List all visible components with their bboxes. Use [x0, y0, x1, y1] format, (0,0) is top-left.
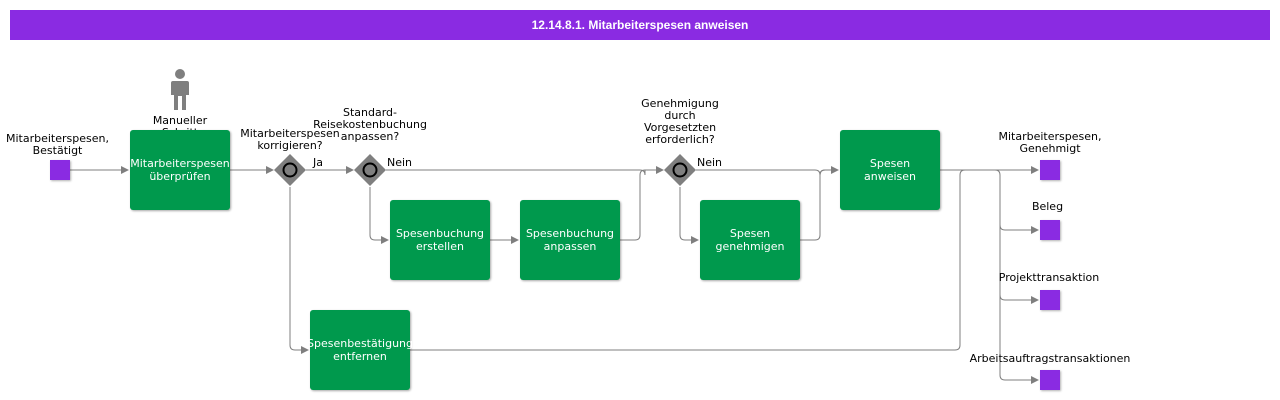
connector-gw-correct-to-remove	[289, 187, 309, 354]
connector-gw-approval-to-pay	[696, 169, 821, 176]
end-event-project-label: Projekttransaktion	[998, 271, 1100, 284]
diagram-title: 12.14.8.1. Mitarbeiterspesen anweisen	[10, 10, 1270, 40]
connector-to-project	[999, 225, 1039, 304]
task-adjust-booking[interactable]: Spesenbuchung anpassen	[520, 200, 620, 280]
gateway-standard-no: Nein	[387, 156, 413, 169]
gateway-approval-no: Nein	[697, 156, 723, 169]
task-create-booking[interactable]: Spesenbuchung erstellen	[390, 200, 490, 280]
task-pay[interactable]: Spesen anweisen	[840, 130, 940, 210]
gateway-standard	[354, 154, 386, 186]
end-event-approved-label: Mitarbeiterspesen, Genehmigt	[998, 130, 1102, 155]
end-event-receipt[interactable]	[1040, 220, 1060, 240]
connector-remove-to-merge	[410, 169, 966, 351]
start-event-label: Mitarbeiterspesen, Bestätigt	[6, 132, 109, 157]
person-icon	[171, 69, 189, 110]
end-event-project[interactable]	[1040, 290, 1060, 310]
gateway-standard-question: Standard- Reisekostenbuchung anpassen?	[313, 106, 427, 143]
task-remove-confirmation[interactable]: Spesenbestätigung entfernen	[307, 310, 413, 390]
task-review[interactable]: Mitarbeiterspesen überprüfen	[130, 130, 230, 210]
start-event[interactable]	[50, 160, 70, 180]
connector-gw-standard-to-create	[369, 187, 389, 244]
gateway-approval-question: Genehmigung durch Vorgesetzten erforderl…	[641, 97, 719, 146]
task-approve[interactable]: Spesen genehmigen	[700, 200, 800, 280]
connector-to-work-order	[999, 295, 1039, 384]
gateway-approval	[664, 154, 696, 186]
connector-gw-standard-to-gw-approval	[386, 169, 646, 176]
connector-gw-approval-to-approve	[679, 187, 699, 244]
end-event-receipt-label: Beleg	[1031, 200, 1064, 213]
connector-approve-to-pay	[800, 169, 826, 241]
gateway-correct	[274, 154, 306, 186]
end-event-approved[interactable]	[1040, 160, 1060, 180]
gateway-correct-yes: Ja	[313, 156, 323, 169]
gateway-correct-question: Mitarbeiterspesen korrigieren?	[240, 127, 340, 152]
end-event-work-order[interactable]	[1040, 370, 1060, 390]
end-event-work-order-label: Arbeitsauftragstransaktionen	[969, 352, 1131, 365]
connector-adjust-to-gw-approval	[620, 169, 646, 241]
